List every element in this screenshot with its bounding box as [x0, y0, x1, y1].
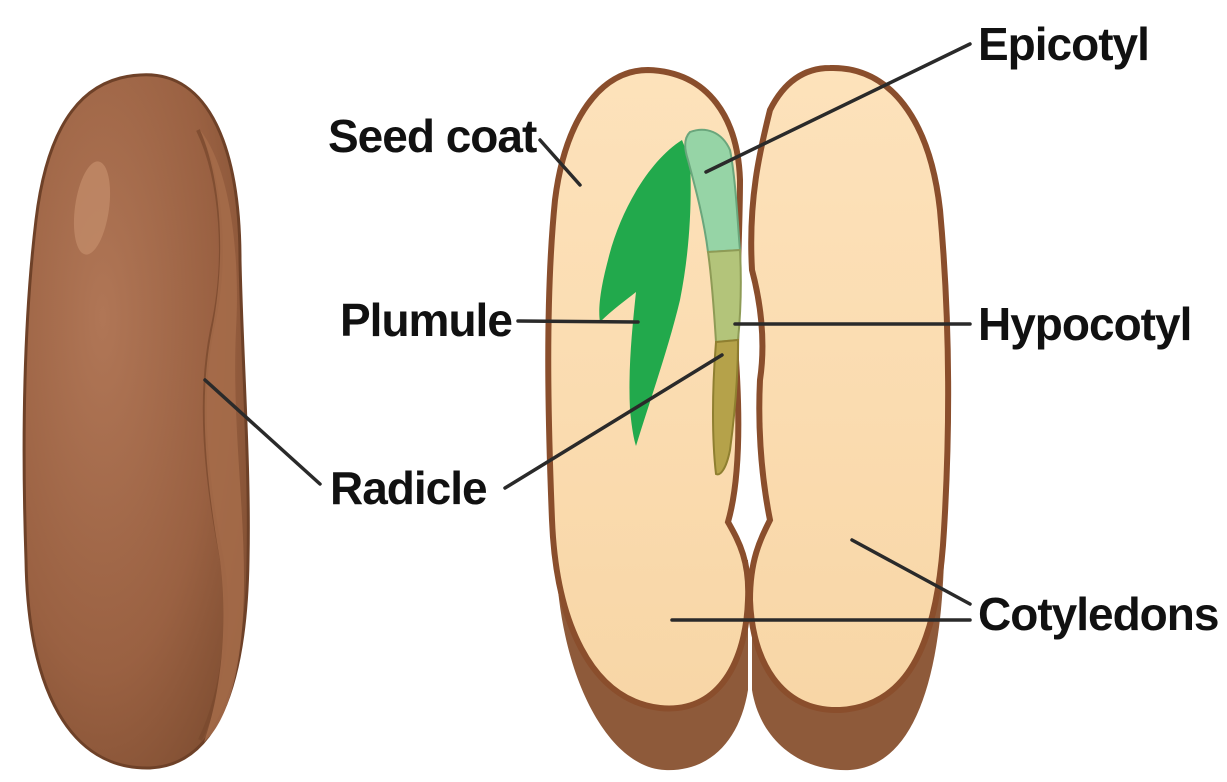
hypocotyl-label: Hypocotyl: [978, 298, 1191, 350]
cotyledons-label: Cotyledons: [978, 588, 1218, 640]
plumule-label: Plumule: [340, 294, 512, 346]
right-cotyledon: [750, 68, 948, 710]
epicotyl-label: Epicotyl: [978, 18, 1149, 70]
whole-seed: [24, 75, 248, 768]
plumule-leader: [518, 321, 638, 322]
seed-coat-label: Seed coat: [328, 110, 537, 162]
radicle-label: Radicle: [330, 462, 487, 514]
